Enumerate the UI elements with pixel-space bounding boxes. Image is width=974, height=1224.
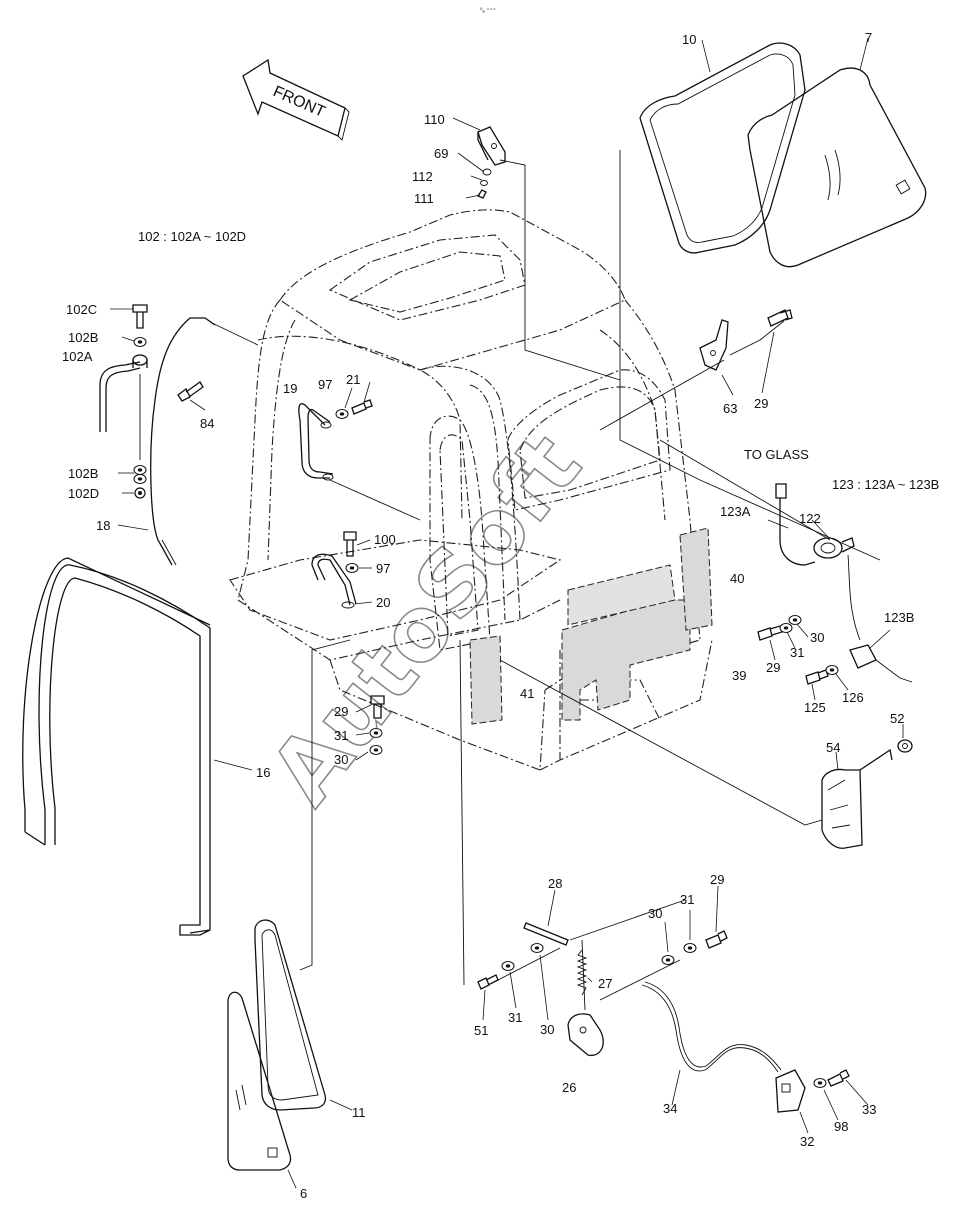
relay-123B xyxy=(849,644,913,683)
label-18: 18 xyxy=(96,518,110,533)
label-11: 11 xyxy=(352,1105,366,1120)
handle-20 xyxy=(311,553,357,609)
label-41: 41 xyxy=(520,686,534,701)
bolt-29-top xyxy=(767,309,793,327)
lever-63 xyxy=(699,319,729,371)
bolt-84 xyxy=(177,381,204,402)
connector-123A xyxy=(775,483,816,566)
label-16: 16 xyxy=(256,765,270,780)
grommet-52 xyxy=(897,739,913,753)
label-112: 112 xyxy=(412,169,433,184)
label-28: 28 xyxy=(548,876,562,891)
lever-26 xyxy=(567,1013,604,1057)
label-31-bot: 31 xyxy=(680,892,694,907)
label-19: 19 xyxy=(283,381,297,396)
label-29-mid: 29 xyxy=(766,660,780,675)
label-123A: 123A xyxy=(720,504,751,519)
rod-28 xyxy=(523,922,569,946)
bolt-51 xyxy=(477,974,499,990)
label-84: 84 xyxy=(200,416,214,431)
label-102D: 102D xyxy=(68,486,99,501)
label-111: 111 xyxy=(414,191,434,206)
label-125: 125 xyxy=(804,700,826,715)
label-63: 63 xyxy=(723,401,737,416)
label-31-low: 31 xyxy=(508,1010,522,1025)
label-51: 51 xyxy=(474,1023,488,1038)
label-31-left: 31 xyxy=(334,728,348,743)
label-102A: 102A xyxy=(62,349,93,364)
label-97-mid: 97 xyxy=(376,561,390,576)
top-mark: ⁰ₐ ⁼⁼⁼ xyxy=(480,7,496,14)
handle-102A xyxy=(99,354,148,432)
watermark-text: AutoSoft xyxy=(250,415,600,823)
front-arrow: FRONT xyxy=(242,58,350,141)
label-39: 39 xyxy=(732,668,746,683)
bolt-33 xyxy=(827,1069,850,1087)
note-102: 102 : 102A ~ 102D xyxy=(138,229,246,244)
label-69: 69 xyxy=(434,146,448,161)
label-100: 100 xyxy=(374,532,396,547)
label-7: 7 xyxy=(865,30,872,45)
label-6: 6 xyxy=(300,1186,307,1201)
label-21: 21 xyxy=(346,372,360,387)
note-123: 123 : 123A ~ 123B xyxy=(832,477,939,492)
label-10: 10 xyxy=(682,32,696,47)
label-20: 20 xyxy=(376,595,390,610)
spring-27 xyxy=(576,949,588,996)
bolt-29-left xyxy=(370,695,385,719)
label-34: 34 xyxy=(663,1101,677,1116)
label-102B-bot: 102B xyxy=(68,466,98,481)
side-glass-6 xyxy=(227,991,292,1171)
label-26: 26 xyxy=(562,1080,576,1095)
handle-19 xyxy=(298,403,334,481)
label-30-left: 30 xyxy=(334,752,348,767)
front-label: FRONT xyxy=(270,83,327,121)
label-102C: 102C xyxy=(66,302,97,317)
bolt-21 xyxy=(351,399,373,415)
label-30-mid: 30 xyxy=(810,630,824,645)
label-110: 110 xyxy=(424,112,445,127)
label-30-low: 30 xyxy=(540,1022,554,1037)
rear-glass-7 xyxy=(747,67,927,268)
label-40: 40 xyxy=(730,571,744,586)
nut-102D xyxy=(134,487,146,499)
bolt-29-bot xyxy=(705,930,728,949)
bolt-29-mid xyxy=(757,625,783,641)
label-122: 122 xyxy=(799,511,821,526)
pad-41 xyxy=(469,635,503,725)
label-102B-top: 102B xyxy=(68,330,98,345)
label-126: 126 xyxy=(842,690,864,705)
label-31-mid: 31 xyxy=(790,645,804,660)
bracket-110 xyxy=(477,126,506,166)
cover-54 xyxy=(821,748,893,849)
label-52: 52 xyxy=(890,711,904,726)
label-30-bot: 30 xyxy=(648,906,662,921)
pad-40 xyxy=(679,527,713,631)
label-29-bot: 29 xyxy=(710,872,724,887)
label-123B: 123B xyxy=(884,610,914,625)
label-32: 32 xyxy=(800,1134,814,1149)
switch-122 xyxy=(813,537,855,559)
label-27: 27 xyxy=(598,976,612,991)
label-33: 33 xyxy=(862,1102,876,1117)
bolt-100 xyxy=(343,531,357,557)
label-97-top: 97 xyxy=(318,377,332,392)
label-98: 98 xyxy=(834,1119,848,1134)
rod-18 xyxy=(150,317,216,566)
door-seal-16 xyxy=(22,557,211,936)
bolt-111-set xyxy=(477,168,492,199)
window-seal-11 xyxy=(254,919,327,1111)
label-29-top: 29 xyxy=(754,396,768,411)
bolt-125 xyxy=(805,669,829,685)
latch-32 xyxy=(775,1069,806,1113)
bolt-102C xyxy=(132,304,148,329)
note-to-glass: TO GLASS xyxy=(744,447,809,462)
cable-34 xyxy=(641,981,782,1073)
label-29-left: 29 xyxy=(334,704,348,719)
label-54: 54 xyxy=(826,740,840,755)
rear-glass-seal-10 xyxy=(639,42,806,254)
